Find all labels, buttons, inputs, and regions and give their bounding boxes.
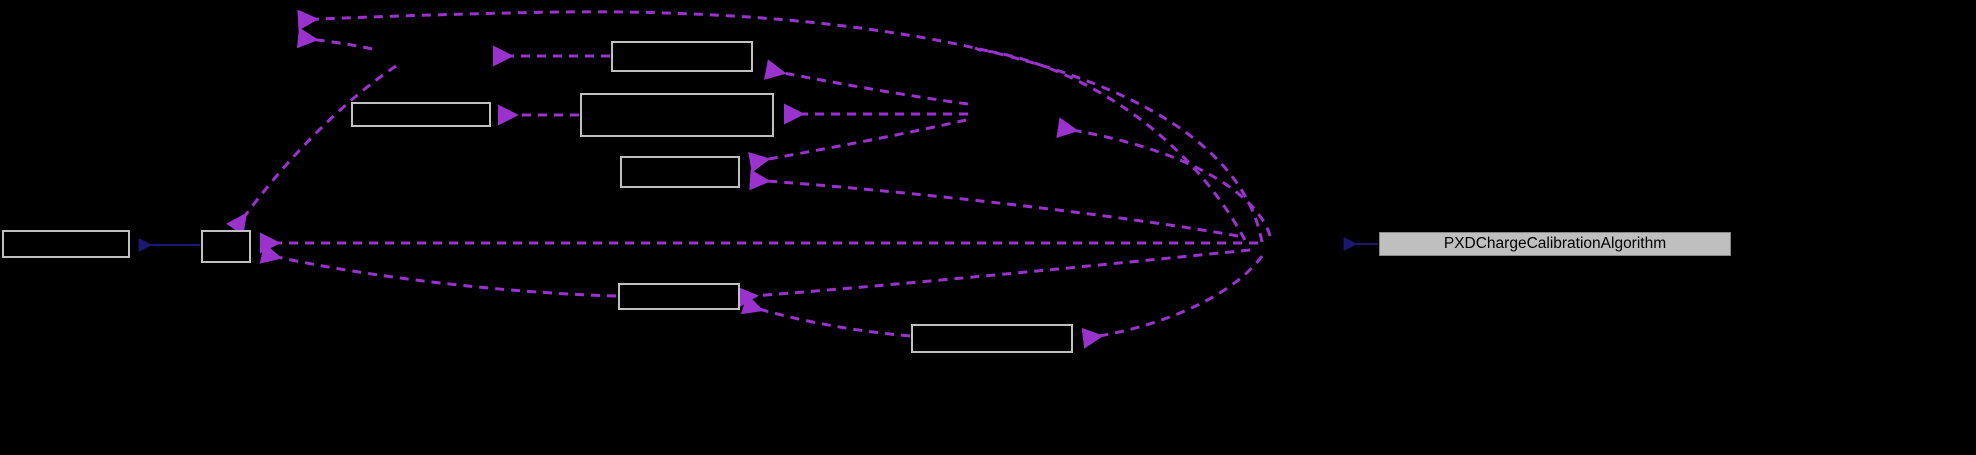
graph-node[interactable]: [611, 41, 753, 72]
graph-node[interactable]: [911, 324, 1073, 353]
edge-dashed-hub-to-toparrow-2: [296, 27, 1247, 241]
edge-dashed-n7-to-n6: [740, 294, 911, 338]
graph-node-pxdchargecalibrationalgorithm[interactable]: PXDChargeCalibrationAlgorithm: [1379, 232, 1731, 256]
edge-dashed-hub-to-n7: [1081, 255, 1264, 349]
edge-dashed-n6-to-n1: [259, 243, 617, 298]
edge-dashed-hub-to-n1-lower: [737, 248, 1251, 308]
graph-node[interactable]: [351, 102, 491, 127]
edge-dashed-hub-to-midright-arrow: [1056, 117, 1272, 237]
graph-node[interactable]: [580, 93, 774, 137]
edge-dashed-hub-to-n5-upper: [748, 118, 967, 173]
graph-node[interactable]: [620, 156, 740, 188]
graph-node[interactable]: [201, 230, 251, 263]
edge-dashed-hub-to-n5-lower: [749, 169, 1239, 238]
edge-dashed-topleft-to-n1: [226, 64, 397, 236]
graph-node-label: PXDChargeCalibrationAlgorithm: [1443, 235, 1667, 253]
graph-node[interactable]: [2, 230, 130, 258]
graph-node[interactable]: [618, 283, 740, 310]
edge-dashed-hub-to-n2: [763, 59, 969, 106]
